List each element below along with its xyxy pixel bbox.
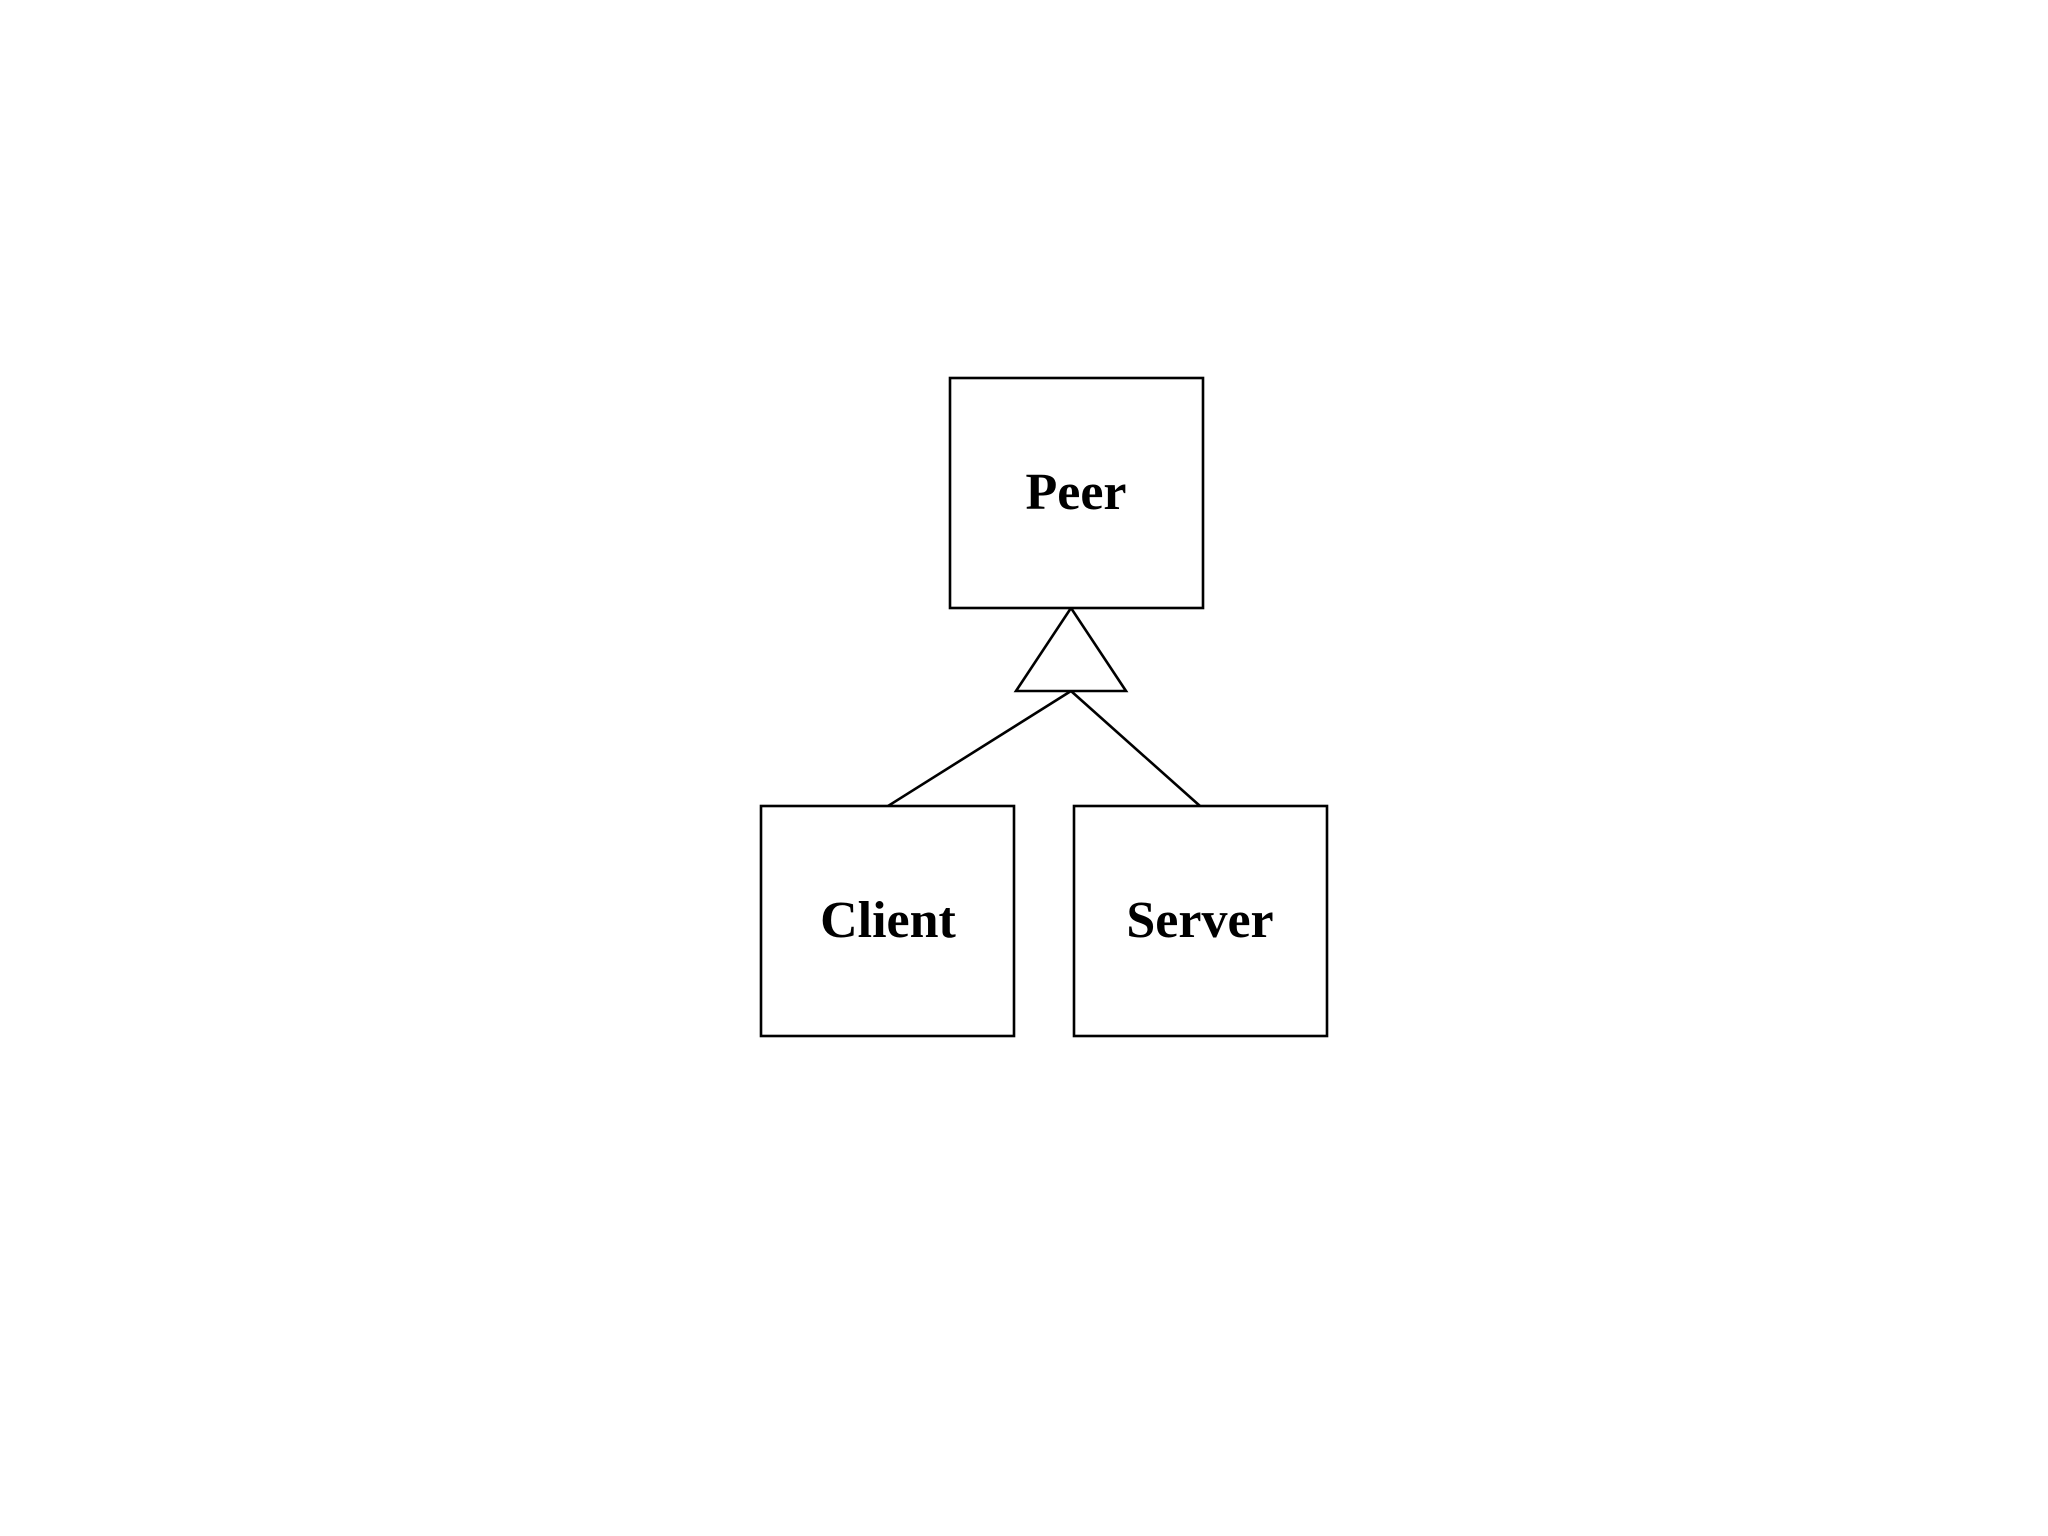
client-label: Client <box>820 892 956 949</box>
inheritance-arrowhead <box>1013 605 1129 693</box>
peer-label: Peer <box>1025 464 1126 521</box>
server-to-peer-line <box>1070 690 1201 807</box>
client-node: Client <box>759 804 1016 1038</box>
peer-box <box>948 376 1205 610</box>
client-box <box>759 804 1016 1038</box>
peer-node: Peer <box>948 376 1205 610</box>
server-label: Server <box>1126 892 1273 949</box>
client-to-peer-line <box>887 689 1072 808</box>
server-node: Server <box>1072 804 1329 1038</box>
server-box <box>1072 804 1329 1038</box>
